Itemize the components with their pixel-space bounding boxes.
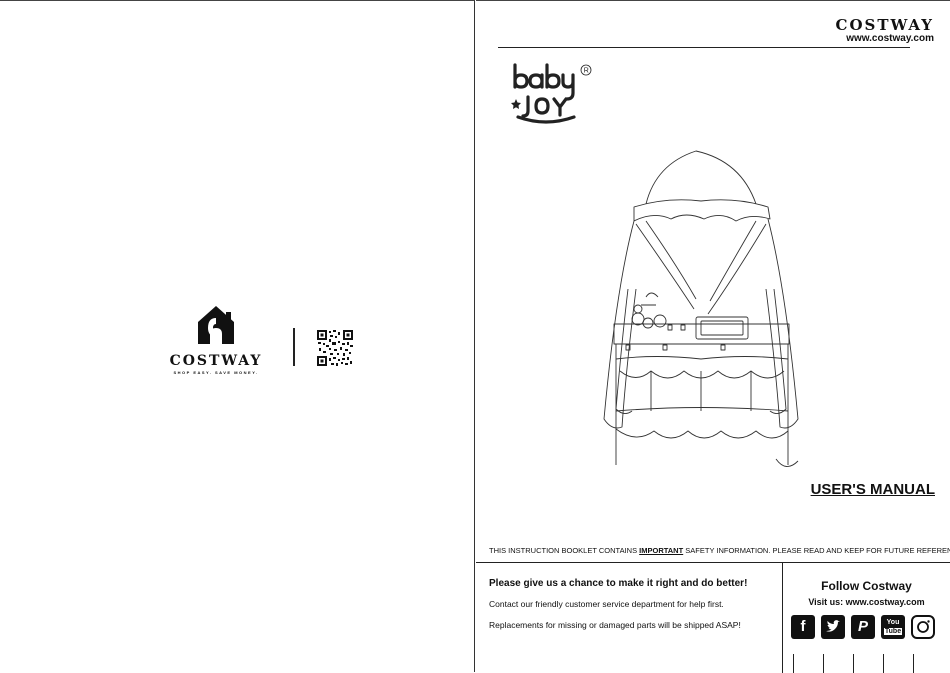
facebook-icon[interactable]: f <box>791 615 815 639</box>
safety-notice: THIS INSTRUCTION BOOKLET CONTAINS IMPORT… <box>489 546 950 555</box>
header-rule <box>498 47 910 48</box>
crib-illustration <box>603 150 799 467</box>
instagram-icon[interactable] <box>911 615 935 639</box>
visit-url[interactable]: Visit us: www.costway.com <box>808 597 925 607</box>
follow-section: Follow Costway Visit us: www.costway.com <box>783 579 950 607</box>
footer-divider <box>782 563 783 673</box>
footer-tick <box>883 654 884 673</box>
safety-text-post: SAFETY INFORMATION. PLEASE READ AND KEEP… <box>683 546 950 555</box>
footer-tick <box>913 654 914 673</box>
logo-divider <box>293 328 295 366</box>
house-logo-icon <box>198 306 234 344</box>
back-cover: COSTWAY SHOP EASY. SAVE MONEY. <box>0 0 475 672</box>
footer-tick <box>823 654 824 673</box>
svg-text:R: R <box>584 67 589 74</box>
support-line-2: Replacements for missing or damaged part… <box>489 620 741 630</box>
costway-logo: COSTWAY SHOP EASY. SAVE MONEY. <box>166 304 266 375</box>
manual-title: USER'S MANUAL <box>810 481 935 498</box>
back-slogan: SHOP EASY. SAVE MONEY. <box>173 370 259 375</box>
footer-tick <box>793 654 794 673</box>
support-line-1: Contact our friendly customer service de… <box>489 599 724 609</box>
header-brand: COSTWAY www.costway.com <box>836 17 935 44</box>
safety-important: IMPORTANT <box>639 546 684 555</box>
babyjoy-logo-icon: R <box>511 63 592 124</box>
support-section: Please give us a chance to make it right… <box>489 578 779 630</box>
back-brand-name: COSTWAY <box>169 353 263 369</box>
qr-code-icon <box>317 330 353 366</box>
safety-text-pre: THIS INSTRUCTION BOOKLET CONTAINS <box>489 546 640 555</box>
header-brand-name: COSTWAY <box>835 16 934 34</box>
pinterest-icon[interactable]: P <box>851 615 875 639</box>
footer-rule <box>476 562 950 563</box>
footer-tick <box>853 654 854 673</box>
support-heading: Please give us a chance to make it right… <box>489 578 748 589</box>
twitter-icon[interactable] <box>821 615 845 639</box>
front-cover: COSTWAY www.costway.com R <box>476 0 950 673</box>
follow-heading: Follow Costway <box>821 579 912 593</box>
header-url: www.costway.com <box>846 33 934 44</box>
